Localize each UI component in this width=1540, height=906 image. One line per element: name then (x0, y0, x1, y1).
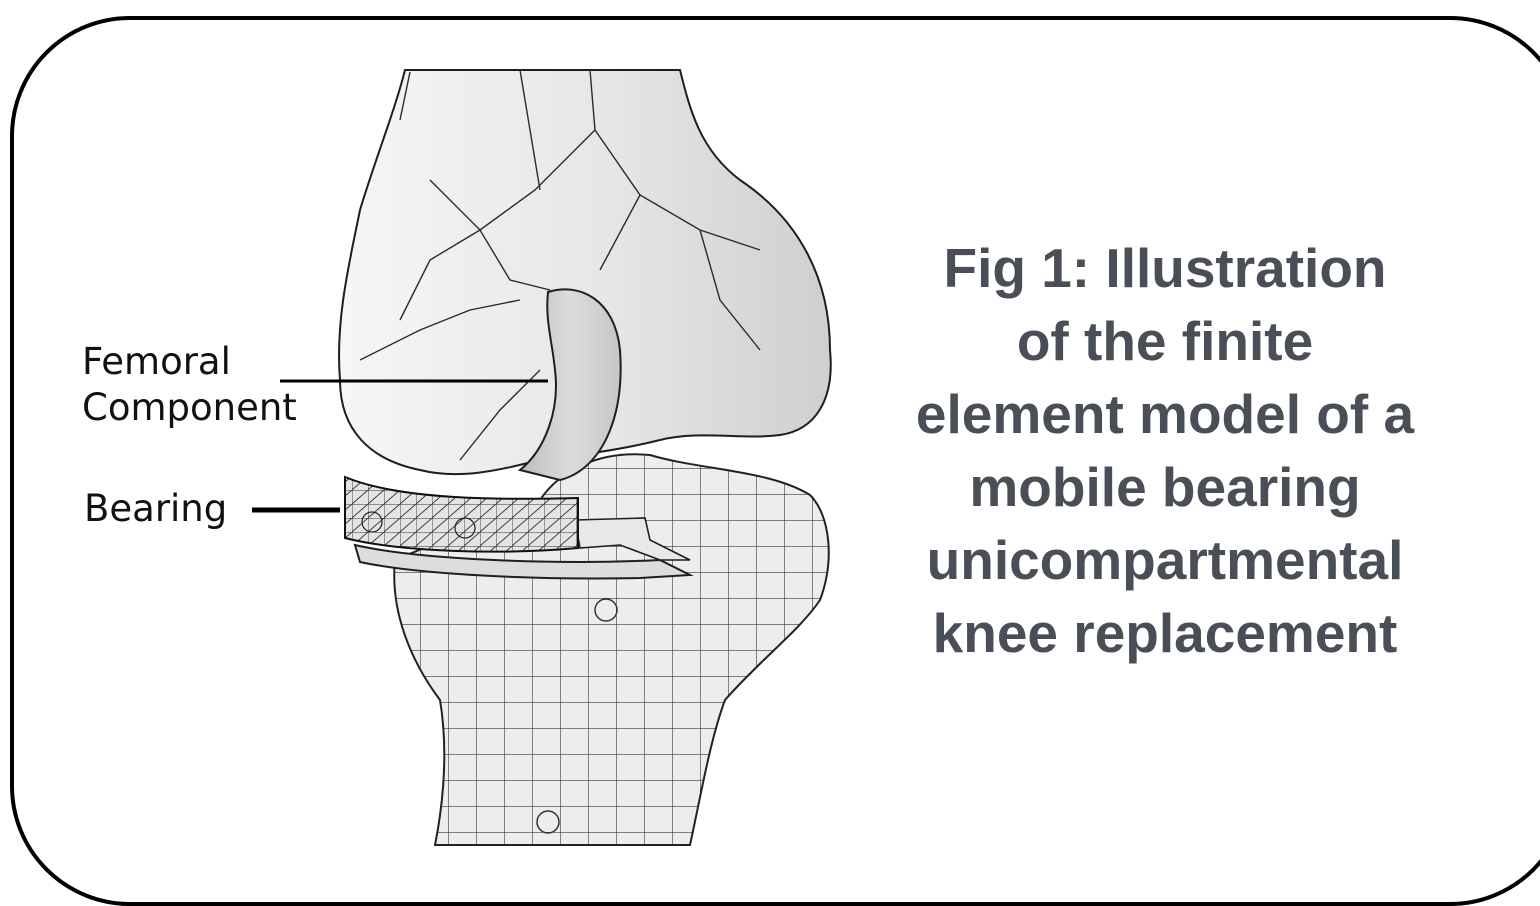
caption-line: element model of a (870, 378, 1460, 451)
femoral-label-line-1: Femoral (82, 339, 297, 385)
caption-line: unicompartmental (870, 524, 1460, 597)
bearing-mesh (345, 477, 578, 552)
caption-line: Fig 1: Illustration (870, 232, 1460, 305)
bearing-label: Bearing (84, 486, 227, 532)
caption-line: of the finite (870, 305, 1460, 378)
femoral-component-label: Femoral Component (82, 339, 297, 431)
caption-line: mobile bearing (870, 451, 1460, 524)
figure-caption: Fig 1: Illustration of the finite elemen… (870, 232, 1460, 670)
femoral-label-line-2: Component (82, 385, 297, 431)
caption-line: knee replacement (870, 597, 1460, 670)
